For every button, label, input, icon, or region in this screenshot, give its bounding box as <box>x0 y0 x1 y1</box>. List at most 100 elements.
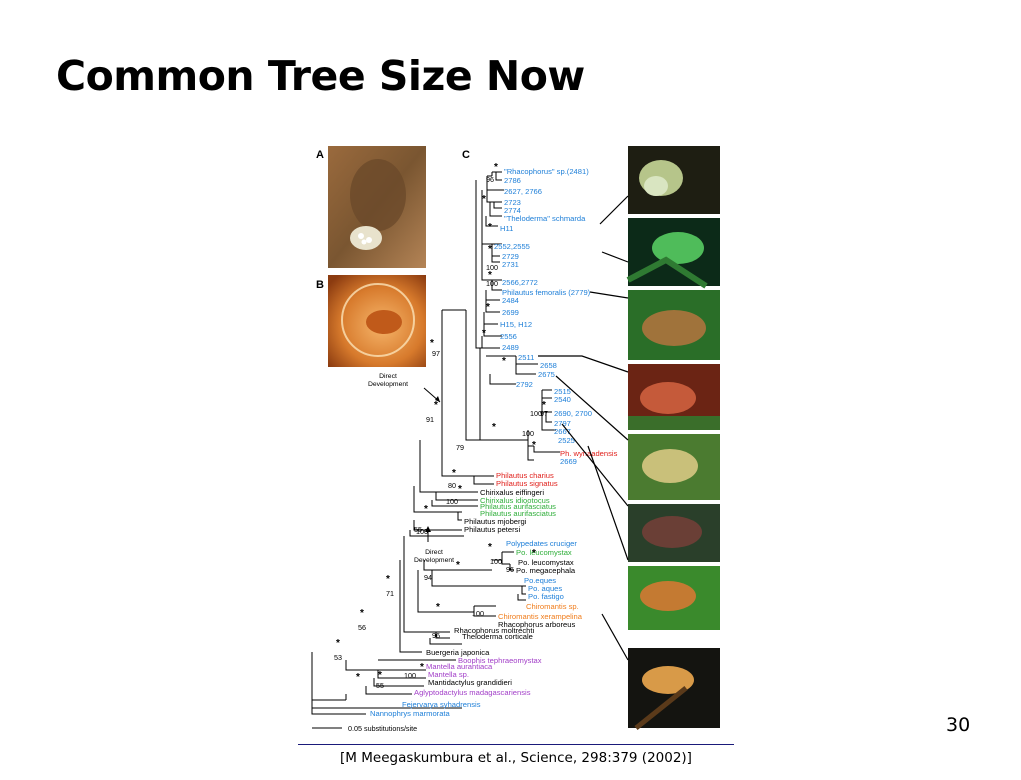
node-asterisk: * <box>386 574 390 585</box>
support-value: 100 <box>416 527 428 536</box>
support-value: 55 <box>376 681 384 690</box>
taxon-label: Chirixalus eiffingeri <box>480 488 544 497</box>
taxon-label: Mantella sp. <box>428 670 469 679</box>
support-value: 91 <box>426 415 434 424</box>
node-asterisk: * <box>488 222 492 233</box>
taxon-label: Fejervarya syhadrensis <box>402 700 481 709</box>
taxon-label: Polypedates cruciger <box>506 539 577 548</box>
taxon-label: Rhacophorus moltrechti <box>454 626 535 635</box>
taxon-label: Po. leucomystax <box>516 548 572 557</box>
node-asterisk: * <box>420 662 424 673</box>
node-asterisk: * <box>488 542 492 553</box>
taxon-label: 2658 <box>540 361 557 370</box>
node-asterisks: ************************** <box>336 162 546 683</box>
support-value: 100 <box>446 497 458 506</box>
support-value: 55 <box>414 525 422 534</box>
panel-letter-b: B <box>316 279 324 291</box>
support-value: 97 <box>540 409 548 418</box>
node-asterisk: * <box>542 400 546 411</box>
taxon-label: Po. megacephala <box>516 566 576 575</box>
page-number: 30 <box>946 714 971 736</box>
taxon-label: 2552,2555 <box>494 242 530 251</box>
taxon-label: Philautus signatus <box>496 479 558 488</box>
taxon-label: Po. leucomystax <box>518 558 574 567</box>
taxon-label: Chirixalus idiootocus <box>480 496 550 505</box>
support-value: 96 <box>432 631 440 640</box>
support-value: 100 <box>522 429 534 438</box>
taxon-label: "Theloderma" schmarda <box>504 214 586 223</box>
node-asterisk: * <box>532 440 536 451</box>
support-value: 56 <box>358 623 366 632</box>
taxon-label: 2699 <box>502 308 519 317</box>
support-value: 96 <box>486 175 494 184</box>
taxon-label: Aglyptodactylus madagascariensis <box>414 688 531 697</box>
node-asterisk: * <box>488 244 492 255</box>
support-value: 80 <box>448 481 456 490</box>
node-asterisk: * <box>482 194 486 205</box>
support-value: 100 <box>486 263 498 272</box>
taxon-label: Buergeria japonica <box>426 648 490 657</box>
taxon-label: 2511 <box>518 353 534 362</box>
node-asterisk: * <box>452 468 456 479</box>
taxon-label: Ph. wynaadensis <box>560 449 618 458</box>
taxon-label: 2627, 2766 <box>504 187 542 196</box>
support-value: 94 <box>424 573 432 582</box>
node-asterisk: * <box>424 504 428 515</box>
taxon-label: Theloderma corticale <box>462 632 533 641</box>
taxon-label: Philautus charius <box>496 471 554 480</box>
phylogeny-figure: A B C "Rhacophorus" sp.(2481 <box>311 146 720 733</box>
taxon-label: Boophis tephraeomystax <box>458 656 542 665</box>
node-asterisk: * <box>378 670 382 681</box>
taxon-label: Po.eques <box>524 576 556 585</box>
taxon-label: 2797 <box>554 419 571 428</box>
taxon-label: Mantella aurantiaca <box>426 662 493 671</box>
node-asterisk: * <box>482 328 486 339</box>
node-asterisk: * <box>502 356 506 367</box>
node-asterisk: * <box>436 602 440 613</box>
taxon-label: Mantidactylus grandidieri <box>428 678 512 687</box>
support-value: 100 <box>490 557 502 566</box>
taxon-label: H15, H12 <box>500 320 532 329</box>
taxon-label: 2525 <box>558 436 575 445</box>
support-values: 9610010097917910097100801001005510096947… <box>334 175 548 690</box>
taxon-label: Po. aques <box>528 584 562 593</box>
taxon-label: 2566,2772 <box>502 278 538 287</box>
node-asterisk: * <box>494 162 498 173</box>
taxon-label: Po. fastigo <box>528 592 564 601</box>
phylogenetic-tree <box>311 171 560 715</box>
taxon-label: Chiromantis sp. <box>526 602 579 611</box>
taxon-label: H11 <box>500 224 513 233</box>
taxon-label: Philautus aurifasciatus <box>480 502 556 511</box>
node-asterisk: * <box>456 560 460 571</box>
taxon-label: 2729 <box>502 252 519 261</box>
frog-on-soil-photo <box>328 146 426 268</box>
support-value: 100 <box>530 409 542 418</box>
node-asterisk: * <box>488 270 492 281</box>
taxon-label: 2731 <box>502 260 519 269</box>
taxon-label: Philautus petersi <box>464 525 520 534</box>
taxon-label: 2792 <box>516 380 533 389</box>
taxon-label: Philautus mjobergi <box>464 517 527 526</box>
taxon-label: 2669 <box>560 457 577 466</box>
scale-bar-label: 0.05 substitutions/site <box>348 724 417 733</box>
taxon-label: 2786 <box>504 176 521 185</box>
taxon-label: 2556 <box>500 332 517 341</box>
taxon-label: 2723 <box>504 198 521 207</box>
photo-connectors <box>538 195 629 661</box>
node-asterisk: * <box>360 608 364 619</box>
node-asterisk: * <box>532 548 536 559</box>
frog-photos <box>626 146 720 730</box>
slide-title: Common Tree Size Now <box>56 52 585 100</box>
taxon-label: 2774 <box>504 206 521 215</box>
node-asterisk: * <box>356 672 360 683</box>
support-value: 96 <box>506 565 514 574</box>
node-asterisk: * <box>492 422 496 433</box>
taxon-label: 2667 <box>554 427 571 436</box>
node-asterisk: * <box>458 484 462 495</box>
node-asterisk: * <box>434 400 438 411</box>
taxon-label: 2489 <box>502 343 519 352</box>
support-value: 100 <box>404 671 416 680</box>
